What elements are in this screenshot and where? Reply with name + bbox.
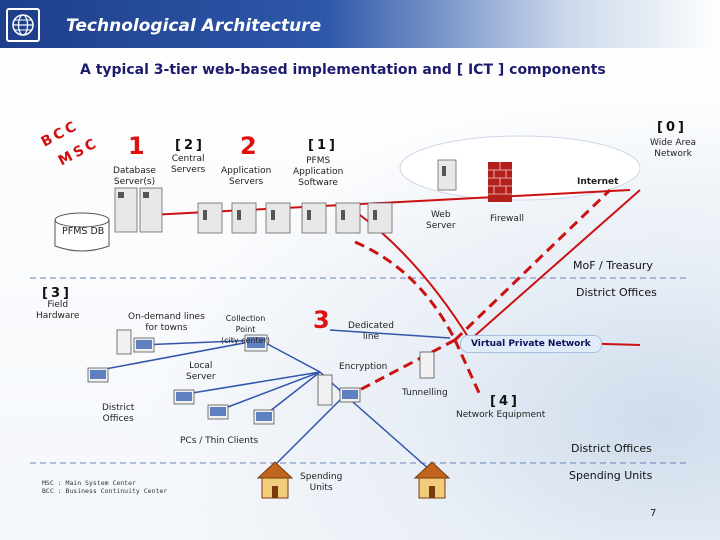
district-offices-left-label: District Offices — [102, 403, 135, 424]
link-local-2 — [259, 339, 321, 373]
web-server-label: Web Server — [426, 210, 456, 231]
pcs-thin-clients-label: PCs / Thin Clients — [180, 436, 259, 446]
link-local-7 — [344, 394, 431, 471]
footnote-bcc: BCC : Business Continuity Center — [42, 487, 168, 495]
network-equipment-label: Network Equipment — [456, 410, 546, 420]
backbone-line-1 — [149, 189, 631, 216]
local-server-label: Local Server — [186, 361, 216, 382]
web-server — [437, 159, 457, 191]
mof-treasury-label: MoF / Treasury — [573, 259, 653, 272]
link-local-9 — [219, 371, 321, 411]
firewall-label: Firewall — [490, 214, 524, 224]
diagram-subtitle: A typical 3-tier web-based implementatio… — [80, 62, 606, 78]
app-server-4 — [335, 202, 361, 234]
server-rack-group — [114, 159, 457, 234]
application-servers-label: Application Servers — [221, 166, 272, 187]
central-servers-label: Central Servers — [171, 154, 206, 175]
on-demand-lines-label: On-demand lines for towns — [128, 312, 205, 333]
link-local-8 — [99, 339, 261, 371]
wan-cloud — [399, 135, 641, 201]
pfms-db-label: PFMS DB — [62, 226, 105, 237]
district-offices-top-label: District Offices — [576, 286, 657, 299]
tunnel-dashed-3 — [453, 188, 612, 342]
tunnelling-label: Tunnelling — [402, 388, 448, 398]
spending-units-center-label: Spending Units — [300, 472, 343, 493]
pfms-application-label: PFMS Application Software — [293, 156, 344, 188]
globe-logo-icon — [6, 8, 40, 42]
page-number: 7 — [650, 508, 657, 519]
bracket-3: [3] — [42, 286, 72, 301]
encryption-label: Encryption — [339, 362, 388, 372]
db-server-2 — [139, 187, 163, 233]
backbone-line-3 — [469, 189, 641, 341]
internet-label: Internet — [577, 177, 619, 187]
bracket-0: [0] — [657, 120, 687, 135]
collection-point-label: Collection Point (city center) — [221, 314, 271, 345]
tunnel-dashed-2 — [349, 338, 456, 397]
field-hardware-label: Field Hardware — [36, 300, 80, 321]
link-local-4 — [264, 371, 321, 416]
header-bar — [0, 0, 720, 48]
bracket-1: [1] — [308, 138, 338, 153]
wide-area-network-label: Wide Area Network — [650, 138, 697, 159]
app-server-2 — [265, 202, 291, 234]
app-server-5 — [367, 202, 393, 234]
tier-number-2: 2 — [240, 132, 257, 160]
central-server-1 — [197, 202, 223, 234]
firewall-icon — [488, 162, 512, 202]
bracket-4: [4] — [490, 394, 520, 409]
app-server-3 — [301, 202, 327, 234]
link-local-1 — [139, 339, 261, 346]
district-offices-bottom-label: District Offices — [571, 442, 652, 455]
link-dedicated — [329, 329, 451, 339]
tier-number-1: 1 — [128, 132, 145, 160]
tunnel-dashed-1 — [354, 240, 457, 341]
link-local-3 — [179, 371, 321, 396]
bracket-2: [2] — [175, 138, 205, 153]
app-server-1 — [231, 202, 257, 234]
spending-units-right-label: Spending Units — [569, 469, 653, 482]
footnote-msc: MSC : Main System Center — [42, 479, 136, 487]
tier-number-3: 3 — [313, 306, 330, 334]
spending-unit-house-2 — [413, 461, 451, 499]
link-local-6 — [274, 394, 346, 466]
page-title: Technological Architecture — [66, 16, 322, 36]
virtual-private-network-label: Virtual Private Network — [460, 335, 602, 353]
dedicated-line-label: Dedicated line — [348, 321, 394, 342]
spending-unit-house-1 — [256, 461, 294, 499]
db-server-1 — [114, 187, 138, 233]
pfms-db-cylinder — [54, 212, 110, 252]
tunnel-dashed-4 — [453, 339, 482, 396]
database-servers-label: Database Server(s) — [113, 166, 156, 187]
